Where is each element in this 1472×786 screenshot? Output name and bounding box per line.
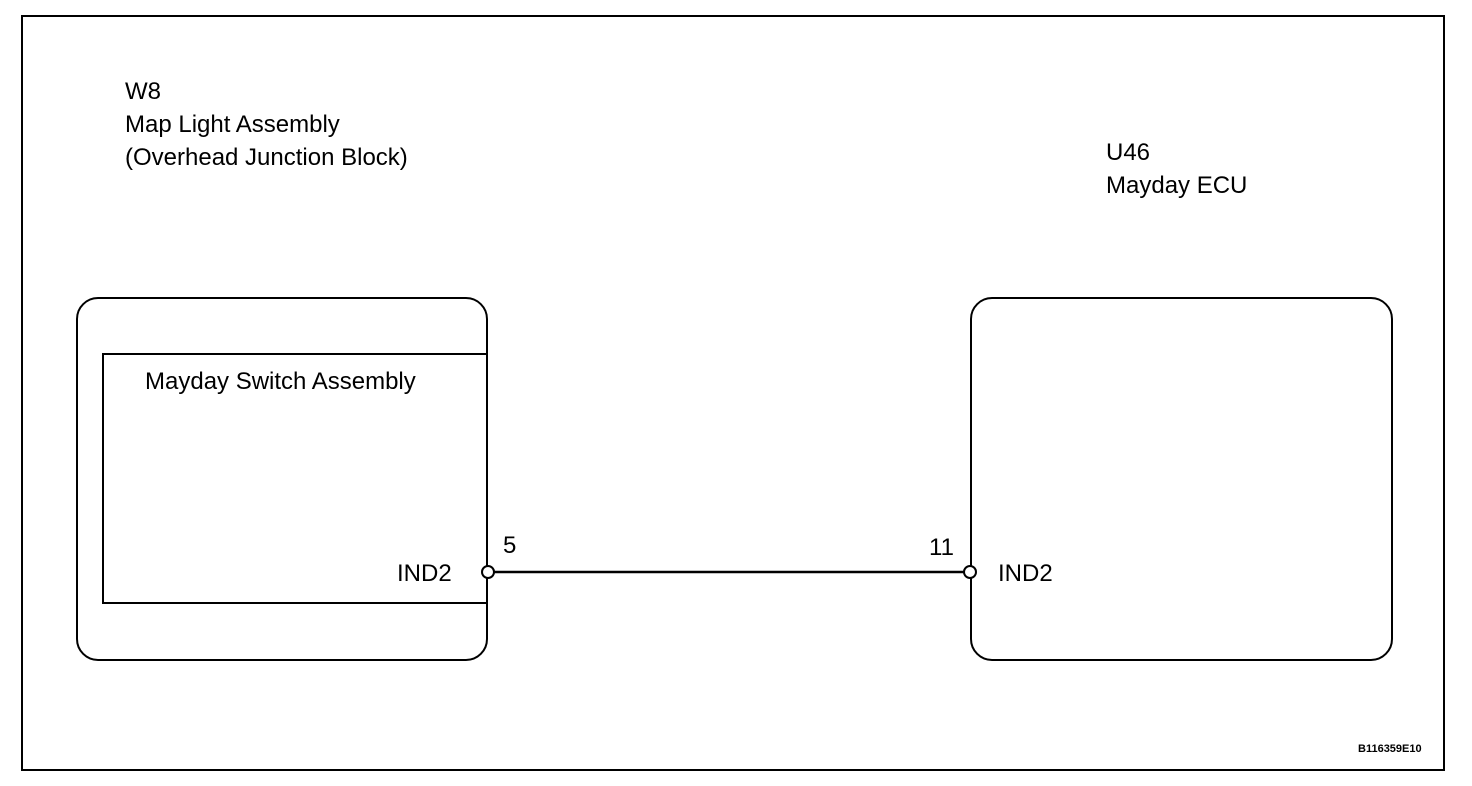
right-pin-number: 11 [929,534,954,561]
diagram-frame [21,15,1445,771]
right-component-name: Mayday ECU [1106,172,1248,199]
left-component-code: W8 [125,78,161,105]
right-component-code: U46 [1106,139,1151,166]
left-pin-number: 5 [503,532,517,559]
right-pin-connector [963,565,977,579]
left-component-name: Map Light Assembly [125,111,340,138]
mayday-ecu-box [970,297,1393,661]
left-terminal-label: IND2 [397,560,452,587]
left-pin-connector [481,565,495,579]
mayday-switch-assembly-label: Mayday Switch Assembly [145,368,416,395]
left-component-subname: (Overhead Junction Block) [125,144,408,171]
right-terminal-label: IND2 [998,560,1053,587]
figure-reference: B116359E10 [1358,743,1422,755]
mayday-switch-assembly-box [102,353,488,604]
